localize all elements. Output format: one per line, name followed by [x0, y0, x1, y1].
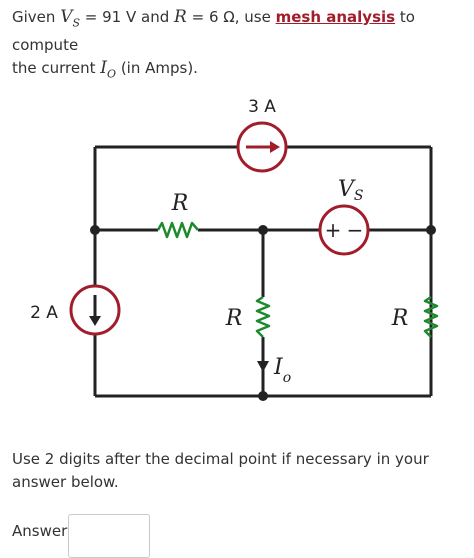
current-source-3a [236, 121, 288, 173]
vs-minus-sign: − [347, 218, 364, 242]
vs-value: = 91 V and [84, 8, 170, 26]
question-text: Given VS = 91 V and R = 6 Ω, use mesh an… [12, 6, 462, 86]
mesh-analysis-link[interactable]: mesh analysis [275, 8, 396, 26]
r-label-horizontal: R [171, 191, 189, 216]
r-symbol: R [174, 7, 187, 27]
circuit-wires [93, 145, 433, 398]
instruction-text: Use 2 digits after the decimal point if … [12, 450, 429, 491]
vs-symbol: VS [60, 7, 81, 30]
voltage-source-vs: + − [318, 204, 370, 256]
resistor-horizontal [156, 221, 199, 239]
io-label: Io [273, 355, 291, 386]
io-symbol: IO [100, 58, 117, 81]
vs-label: VS [338, 177, 363, 204]
circuit-diagram: 3 A 2 A + − VS R R R Io [30, 97, 439, 401]
answer-input[interactable] [68, 514, 150, 558]
current-source-2a [69, 284, 121, 336]
resistor-middle [255, 295, 271, 338]
r-label-middle: R [225, 306, 243, 331]
junction-dots [90, 225, 436, 401]
question-rest2: the current [12, 59, 96, 78]
question-given: Given [12, 8, 56, 26]
question-rest3: (in Amps). [120, 59, 198, 78]
r-label-right: R [391, 306, 409, 331]
resistor-right [423, 295, 439, 338]
source-left-label: 2 A [30, 303, 58, 323]
r-value: = 6 Ω, use [191, 8, 271, 26]
vs-plus-sign: + [325, 218, 342, 242]
source-top-label: 3 A [248, 97, 276, 117]
question-rest1: to compute [12, 8, 415, 55]
answer-label: Answer: [12, 522, 73, 540]
io-arrow-icon [257, 361, 269, 372]
